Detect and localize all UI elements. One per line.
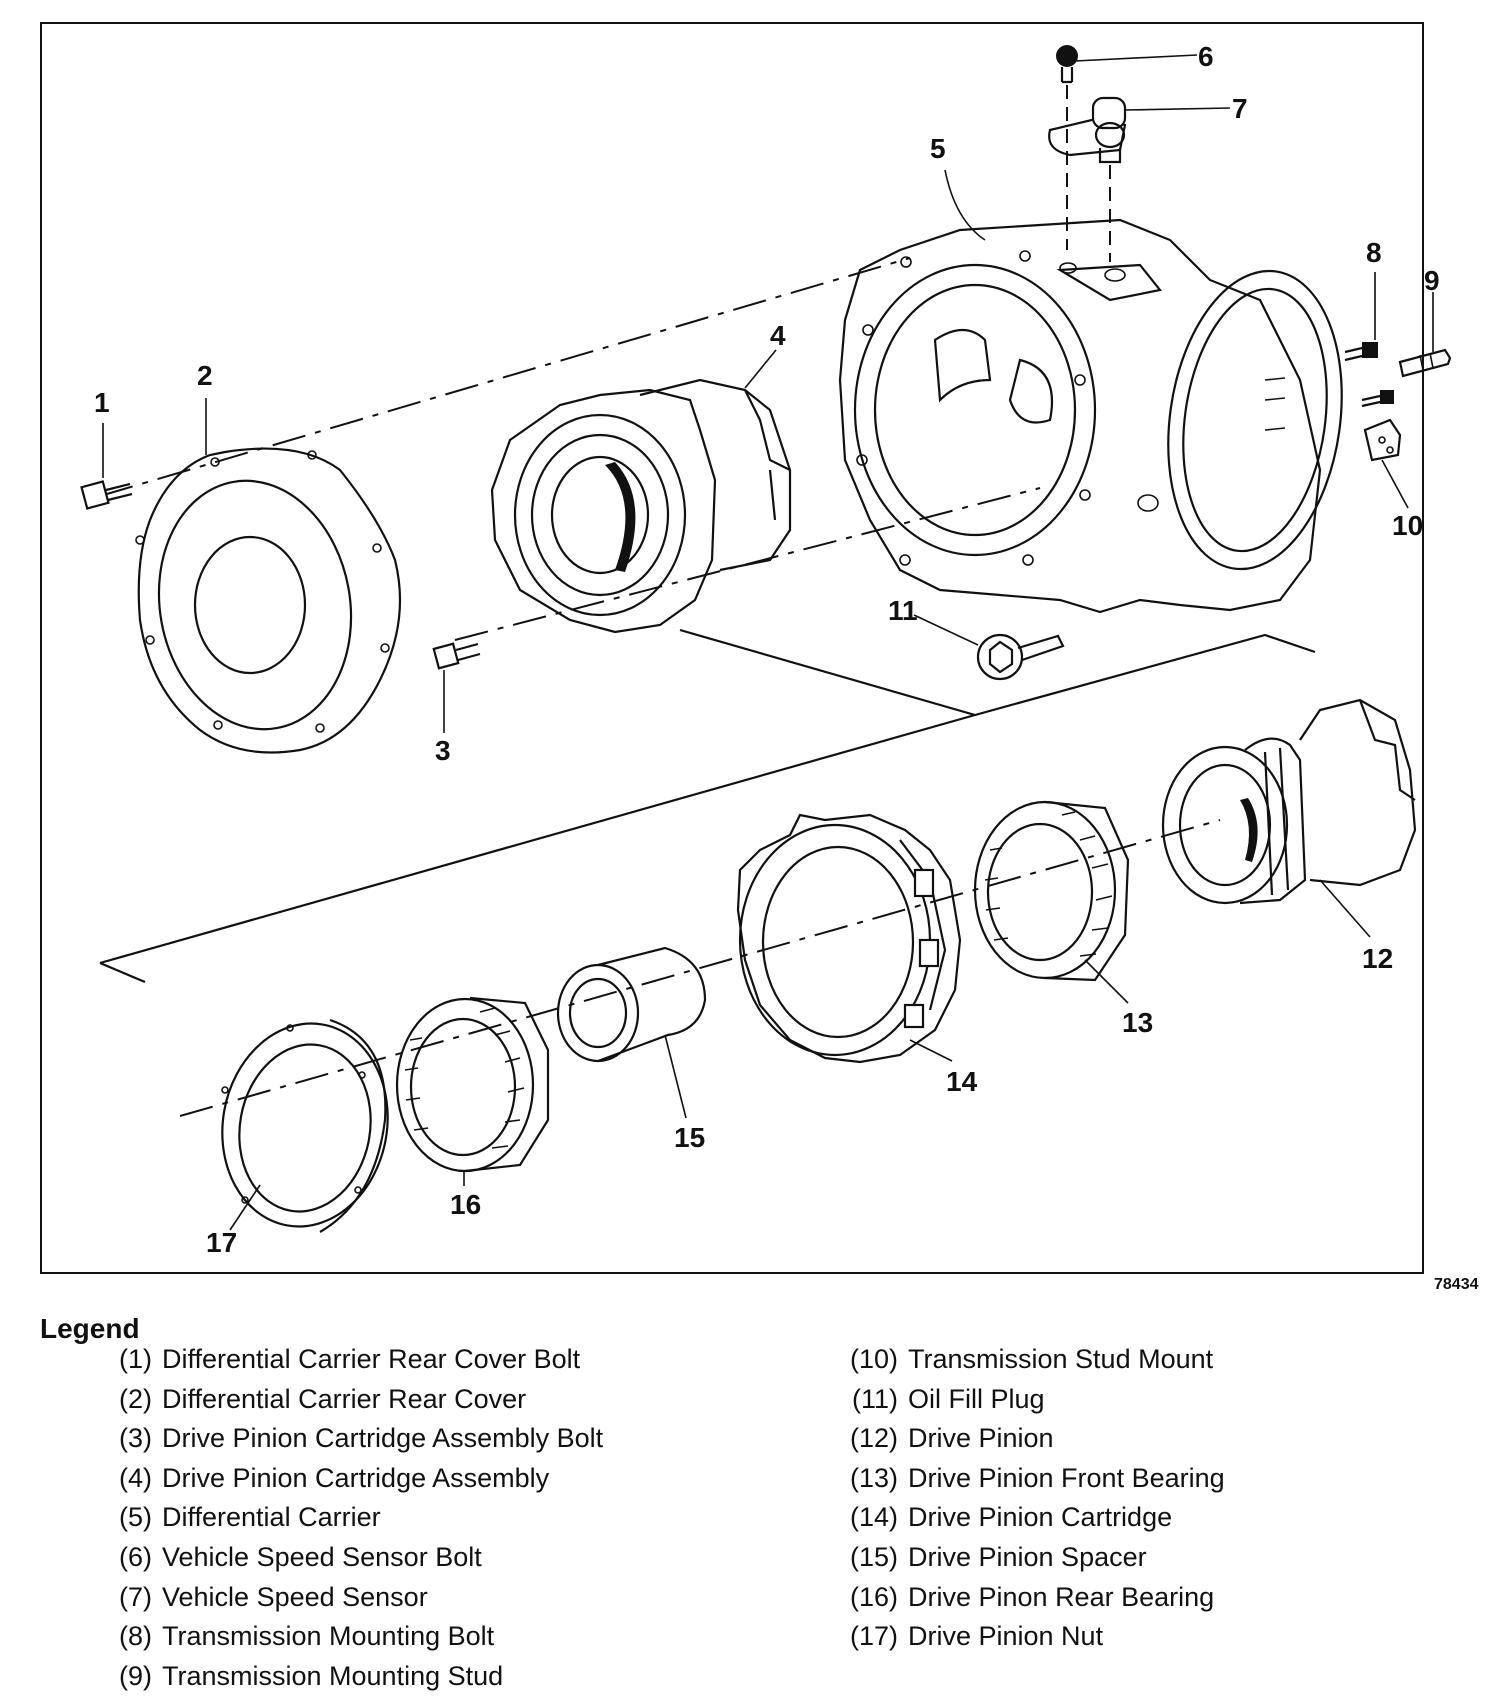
stud-mount-drawing [1363, 418, 1402, 462]
legend-item: (5)Differential Carrier [119, 1502, 381, 1533]
legend-item: (6)Vehicle Speed Sensor Bolt [119, 1541, 482, 1572]
callout-13: 13 [1122, 1007, 1153, 1038]
drive-pinion-drawing [1161, 698, 1417, 905]
callout-8: 8 [1366, 237, 1382, 268]
pinion-spacer-drawing [556, 946, 707, 1063]
upper-axis-line [99, 257, 911, 497]
group-divider-line [679, 628, 1316, 717]
leader-line-10 [1381, 459, 1409, 509]
rear-cover-bolt-drawing [80, 480, 133, 510]
transmission-bolt-drawing [1344, 342, 1394, 408]
speed-sensor-drawing [1048, 96, 1127, 262]
legend-item: (8)Transmission Mounting Bolt [119, 1621, 495, 1652]
leader-line-7 [1124, 107, 1231, 111]
differential-carrier-drawing [838, 218, 1343, 614]
group-divider-tick [99, 961, 146, 984]
callout-2: 2 [197, 360, 213, 391]
cartridge-assembly-drawing [490, 378, 792, 634]
front-bearing-drawing [973, 800, 1130, 982]
oil-fill-plug-drawing [976, 633, 1065, 681]
callout-7: 7 [1232, 93, 1248, 124]
legend-item: (12)Drive Pinion [849, 1423, 1054, 1454]
legend-item: (17)Drive Pinion Nut [849, 1621, 1104, 1652]
callout-17: 17 [206, 1227, 237, 1258]
callout-9: 9 [1424, 265, 1440, 296]
callout-12: 12 [1362, 943, 1393, 974]
legend-item: (16)Drive Pinon Rear Bearing [849, 1581, 1215, 1612]
legend-item: (15)Drive Pinion Spacer [849, 1541, 1147, 1572]
lower-axis-line [179, 819, 1221, 1117]
speed-sensor-bolt-drawing [1056, 45, 1078, 250]
callout-3: 3 [435, 735, 451, 766]
rear-cover-drawing [135, 447, 402, 754]
legend-item: (13)Drive Pinion Front Bearing [849, 1462, 1225, 1493]
legend-column-left: (1)Differential Carrier Rear Cover Bolt … [96, 1340, 603, 1696]
figure-number: 78434 [1434, 1276, 1479, 1293]
leader-line-6 [1074, 54, 1198, 62]
callout-5: 5 [930, 133, 946, 164]
callout-4: 4 [770, 320, 786, 351]
callout-15: 15 [674, 1122, 705, 1153]
transmission-stud-drawing [1398, 348, 1452, 378]
leader-line-5 [944, 169, 986, 241]
legend-item: (14)Drive Pinion Cartridge [849, 1502, 1173, 1533]
callout-10: 10 [1392, 510, 1423, 541]
legend-item: (3)Drive Pinion Cartridge Assembly Bolt [119, 1423, 604, 1454]
callout-1: 1 [94, 387, 110, 418]
legend-item: (11)Oil Fill Plug [851, 1383, 1045, 1414]
cartridge-bolt-drawing [432, 642, 481, 670]
callout-11: 11 [888, 595, 918, 626]
leader-line-15 [664, 1034, 687, 1119]
legend-title: Legend [40, 1313, 140, 1344]
leader-line-14 [909, 1039, 953, 1062]
callout-16: 16 [450, 1189, 481, 1220]
legend-item: (9)Transmission Mounting Stud [119, 1660, 504, 1691]
group-divider-line-lower [99, 713, 976, 965]
legend-item: (1)Differential Carrier Rear Cover Bolt [119, 1344, 581, 1374]
leader-line-12 [1319, 879, 1371, 938]
callout-14: 14 [946, 1066, 978, 1097]
diagram-frame [40, 22, 1424, 1274]
legend-item: (2)Differential Carrier Rear Cover [119, 1383, 527, 1414]
legend-item: (10)Transmission Stud Mount [849, 1344, 1214, 1374]
legend-column-right: (10)Transmission Stud Mount (11)Oil Fill… [842, 1340, 1225, 1657]
leader-line-11 [913, 614, 979, 646]
pinion-cartridge-drawing [736, 813, 962, 1064]
legend-item: (4)Drive Pinion Cartridge Assembly [119, 1462, 550, 1493]
leader-line-4 [744, 349, 777, 389]
leader-line-13 [1084, 959, 1129, 1004]
legend-item: (7)Vehicle Speed Sensor [119, 1581, 428, 1612]
leader-line-17 [229, 1184, 261, 1231]
pinion-nut-drawing [221, 1018, 389, 1233]
rear-bearing-drawing [395, 996, 550, 1173]
callout-6: 6 [1198, 41, 1214, 72]
